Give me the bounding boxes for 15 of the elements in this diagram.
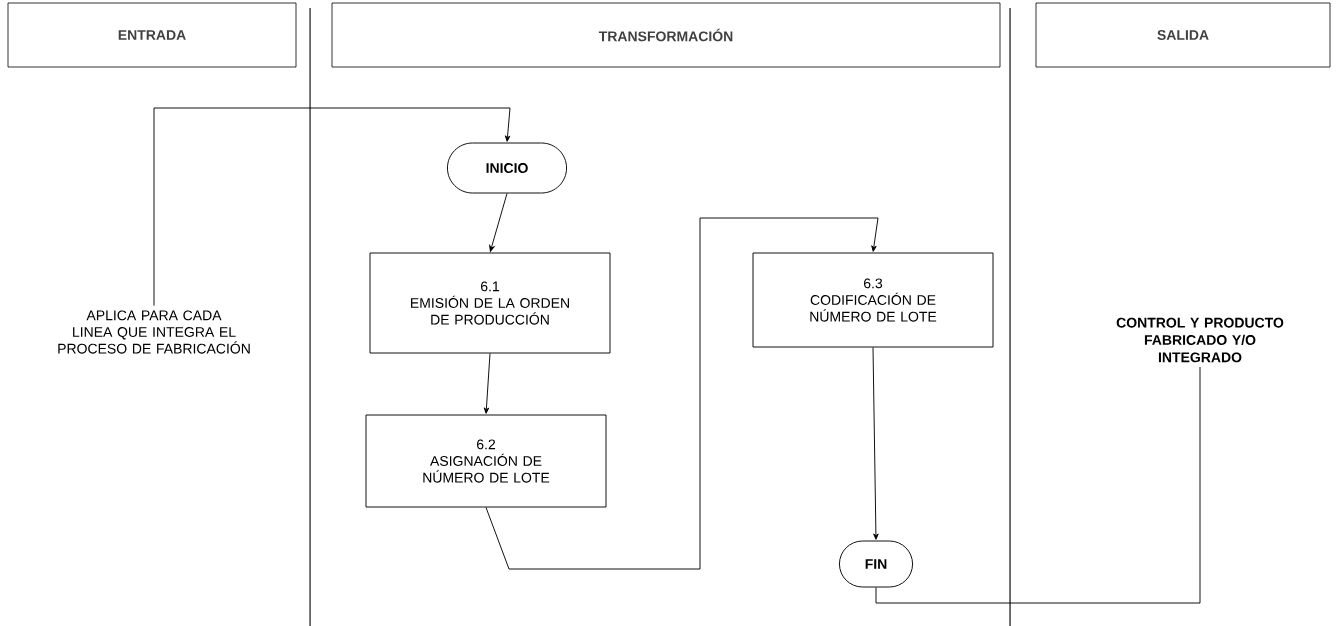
arrow [489, 193, 508, 252]
lane-header: ENTRADA [7, 2, 297, 68]
process-box: 6.2 ASIGNACIÓN DE NÚMERO DE LOTE [365, 414, 607, 508]
lane-header: SALIDA [1035, 2, 1331, 68]
terminal-box: FIN [839, 540, 914, 588]
lane-header: TRANSFORMACIÓN [331, 2, 1001, 68]
text-note: APLICA PARA CADA LINEA QUE INTEGRA EL PROCESO DE FABRICACIÓN [58, 310, 250, 354]
arrow [483, 353, 491, 414]
process-box: 6.1 EMISIÓN DE LA ORDEN DE PRODUCCIÓN [369, 252, 611, 354]
arrow [153, 107, 511, 307]
arrow [872, 347, 879, 540]
process-box: 6.3 CODIFICACIÓN DE NÚMERO DE LOTE [752, 252, 994, 348]
arrow [485, 217, 879, 570]
text-note: CONTROL Y PRODUCTO FABRICADO Y/O INTEGRADO [1116, 317, 1284, 363]
terminal-box: INICIO [447, 142, 568, 194]
